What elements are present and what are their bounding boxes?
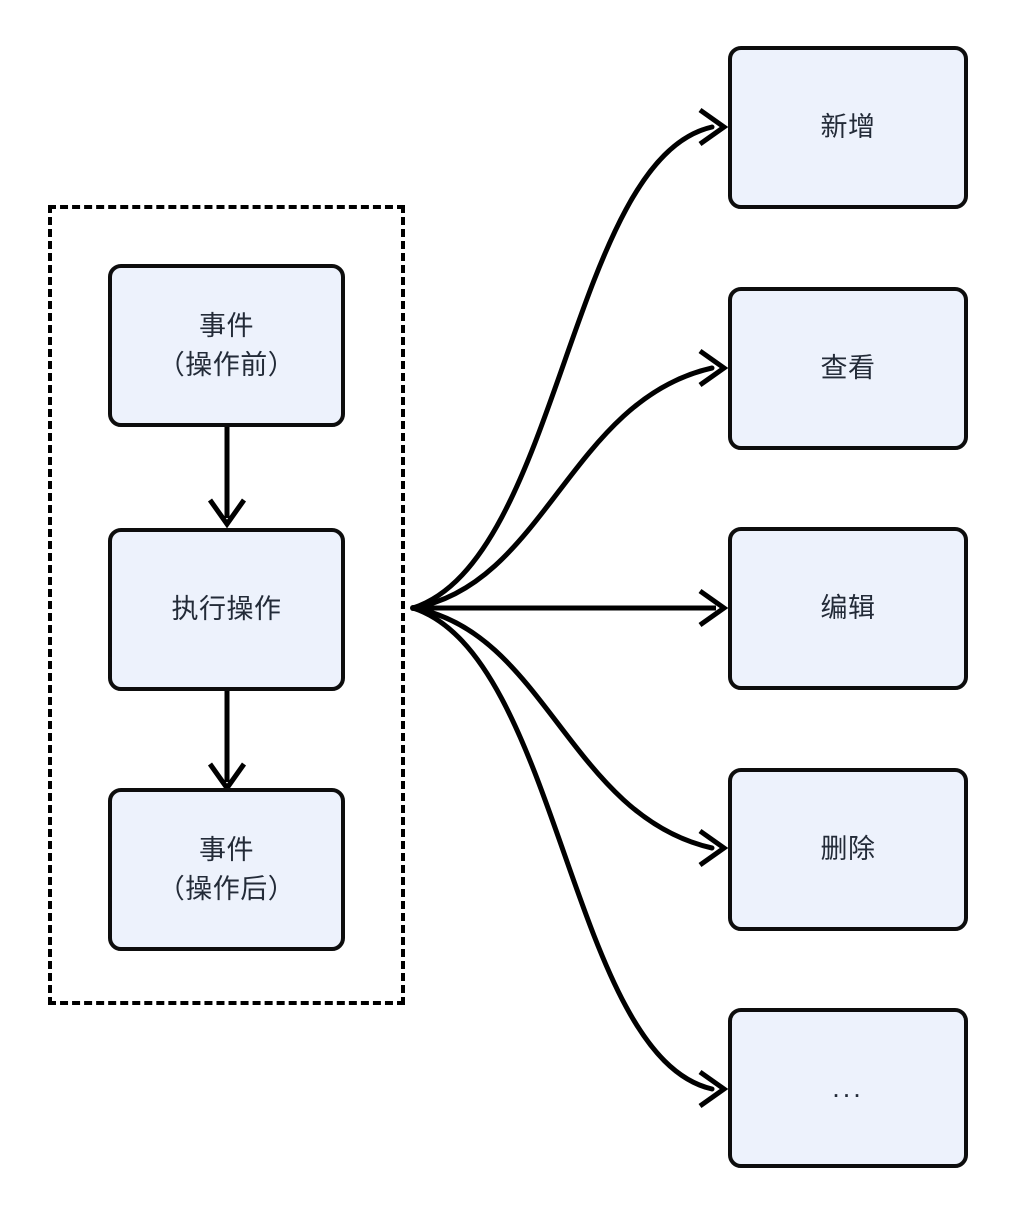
edge-to-op-view	[410, 348, 729, 611]
edge-to-op-delete	[410, 605, 729, 868]
node-event-after[interactable]: 事件 （操作后）	[108, 788, 345, 951]
node-op-delete[interactable]: 删除	[728, 768, 968, 931]
node-op-create-label: 新增	[820, 112, 876, 143]
edge-to-op-create	[410, 107, 729, 611]
group-container-dashed	[48, 205, 405, 1005]
node-op-edit-label: 编辑	[820, 593, 876, 624]
node-event-after-label: 事件 （操作后）	[157, 835, 296, 904]
node-perform-action[interactable]: 执行操作	[108, 528, 345, 691]
fanout-junction	[410, 605, 416, 611]
node-op-more-label: ...	[832, 1072, 864, 1103]
node-op-edit[interactable]: 编辑	[728, 527, 968, 690]
node-op-view[interactable]: 查看	[728, 287, 968, 450]
node-perform-action-label: 执行操作	[171, 594, 282, 625]
edge-to-op-edit	[413, 588, 729, 628]
edge-to-op-more	[410, 605, 729, 1109]
node-event-before-label: 事件 （操作前）	[157, 311, 296, 380]
node-event-before[interactable]: 事件 （操作前）	[108, 264, 345, 427]
node-op-create[interactable]: 新增	[728, 46, 968, 209]
node-op-more[interactable]: ...	[728, 1008, 968, 1168]
node-op-view-label: 查看	[820, 353, 876, 384]
node-op-delete-label: 删除	[820, 834, 876, 865]
